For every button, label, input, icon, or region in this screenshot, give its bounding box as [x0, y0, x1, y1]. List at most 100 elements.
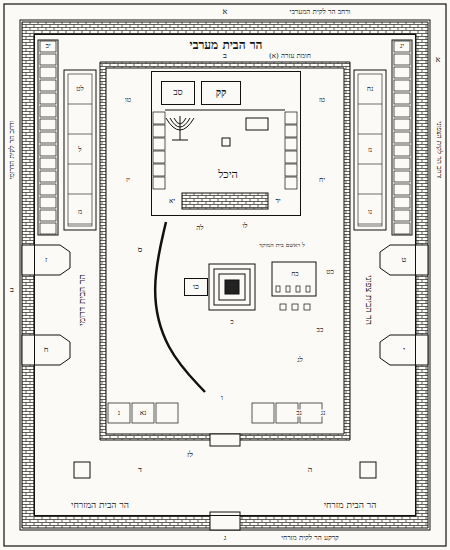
- ring-post: [280, 304, 286, 310]
- sanctuary-building: קקסב היכל: [151, 71, 301, 216]
- court-gate: [210, 434, 240, 446]
- callout-letter: ב: [222, 52, 228, 60]
- callout-letter: ה: [307, 466, 314, 474]
- curved-path: [155, 222, 205, 392]
- chamber-cell: [40, 184, 56, 195]
- altar: [209, 264, 255, 310]
- gate-tower: [74, 462, 90, 478]
- region-label: הר הבית דרומי: [78, 273, 87, 326]
- chamber-cell: [40, 106, 56, 117]
- side-cell: [153, 164, 165, 176]
- callout-letter: א: [222, 8, 229, 16]
- chamber-block: [354, 70, 386, 230]
- slaughter-pillar: [286, 286, 290, 292]
- side-cell: [285, 177, 297, 189]
- chamber-column: [38, 40, 58, 235]
- callout-letter: יח: [318, 177, 326, 184]
- callout-letter: נא: [139, 410, 147, 417]
- callout-letter: כח: [290, 271, 300, 278]
- chamber-cell: [394, 80, 410, 91]
- chamber-column: [392, 40, 412, 235]
- chamber-cell: [394, 223, 410, 234]
- callout-letter: נז: [367, 147, 373, 154]
- chamber-cell: [394, 210, 410, 221]
- chamber-block: [358, 74, 382, 226]
- chamber-cell: [40, 223, 56, 234]
- node-label: כו: [193, 283, 199, 291]
- callout-letter: ט: [401, 256, 408, 264]
- chamber-cell: [300, 403, 322, 423]
- chamber-cell: [40, 67, 56, 78]
- callout-letter: לט: [75, 86, 85, 93]
- chamber-divider: [358, 224, 382, 225]
- temple-mount: קקסבהיכלכוהר הבית מערבי: [34, 34, 416, 516]
- porch: [182, 193, 268, 209]
- slaughter-area: [272, 262, 316, 296]
- side-cell: [285, 138, 297, 150]
- slaughter-pillar: [296, 286, 300, 292]
- chamber-cell: [40, 171, 56, 182]
- ring-post: [304, 304, 310, 310]
- callout-letter: א: [435, 56, 442, 64]
- chamber-cell: [156, 403, 178, 423]
- callout-letter: ז: [44, 256, 48, 264]
- ring-post: [292, 304, 298, 310]
- chamber-cell: [40, 80, 56, 91]
- side-cell: [285, 151, 297, 163]
- region-label: ורחב הר לקית המערבי: [289, 9, 352, 16]
- callout-letter: יא: [168, 198, 176, 205]
- region-label: הר הבית צפוני: [364, 274, 373, 326]
- chamber-cell: [394, 67, 410, 78]
- chamber-cell: [394, 171, 410, 182]
- chamber-cell: [394, 54, 410, 65]
- chamber-cell: [394, 184, 410, 195]
- callout-letter: יד: [274, 198, 281, 205]
- chamber-cell: [40, 210, 56, 221]
- node-label: היכל: [218, 169, 238, 181]
- repeated-cells: [40, 41, 410, 423]
- side-cell: [153, 112, 165, 124]
- chamber-cell: [40, 41, 56, 52]
- callout-letter: כב: [316, 327, 325, 334]
- callout-letter: ג: [223, 534, 228, 542]
- chamber-cell: [40, 197, 56, 208]
- callout-letter: מ: [77, 209, 83, 216]
- callout-letter: נו: [367, 209, 373, 216]
- region-label: קרקע הר לקית מזרחי: [280, 535, 340, 542]
- chamber-divider: [68, 194, 92, 195]
- chamber-cell: [132, 403, 154, 423]
- gate: [380, 335, 428, 365]
- slaughter-pillar: [306, 286, 310, 292]
- chamber-cell: [252, 403, 274, 423]
- callout-letter: ח: [43, 346, 50, 354]
- side-cell: [285, 112, 297, 124]
- callout-letter: יב: [44, 43, 51, 50]
- chamber-box: סב: [161, 81, 195, 105]
- callout-letter: טז: [318, 97, 326, 104]
- callout-letter: טו: [124, 97, 132, 104]
- callout-letter: כ: [229, 319, 234, 326]
- callout-letter: ס: [137, 246, 144, 254]
- menorah: [166, 116, 194, 140]
- chamber-block: [68, 74, 92, 226]
- chamber-cell: [40, 93, 56, 104]
- chamber-cell: [40, 119, 56, 130]
- callout-letter: לז: [186, 451, 194, 459]
- chamber-divider: [68, 104, 92, 105]
- holy-of-holies: קק: [201, 81, 241, 105]
- callout-letter: ד: [137, 466, 143, 474]
- table: [246, 118, 268, 130]
- callout-letter: נח: [366, 86, 374, 93]
- chamber-divider: [358, 164, 382, 165]
- callout-letter: נג: [320, 410, 327, 417]
- altar-top: [225, 280, 239, 294]
- region-label: ורחב הר לקית הדרומי: [9, 120, 16, 181]
- chamber-cell: [40, 132, 56, 143]
- chamber-cell: [40, 145, 56, 156]
- chamber-cell: [394, 41, 410, 52]
- altar: [219, 274, 245, 300]
- side-cell: [285, 125, 297, 137]
- chamber-cell: [394, 197, 410, 208]
- chamber-cell: [394, 106, 410, 117]
